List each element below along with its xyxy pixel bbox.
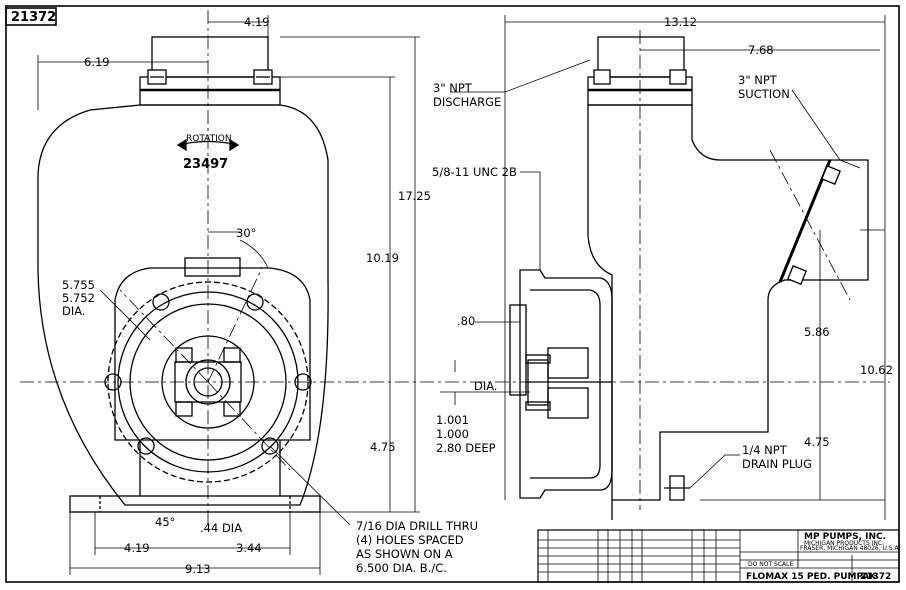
side-casing-outline (587, 104, 869, 501)
dim-front-center-to-top: 10.19 (366, 251, 399, 265)
drawing-number-tag-box (5, 7, 57, 26)
dim-base-overall: 9.13 (185, 562, 211, 576)
angle-bottom: 45° (155, 515, 175, 529)
title-number: 21372 (860, 572, 891, 582)
title-do-not-scale: DO NOT SCALE (748, 561, 793, 568)
drill-note-line2: (4) HOLES SPACED (356, 533, 464, 547)
drawing-number-tag: 21372 (11, 10, 56, 25)
discharge-label-line2: DISCHARGE (433, 95, 501, 109)
drill-note-line3: AS SHOWN ON A (356, 547, 453, 561)
dim-side-overall-height: 10.62 (860, 363, 893, 377)
dim-bore-line3: 2.80 DEEP (436, 441, 496, 455)
suction-label-line1: 3" NPT (738, 73, 778, 87)
dim-front-left-offset: 6.19 (84, 55, 110, 69)
dim-flange: .80 (457, 314, 475, 328)
drain-label-line1: 1/4 NPT (742, 443, 788, 457)
side-front-cover (519, 269, 613, 499)
bore-dia-line2: 5.752 (62, 291, 95, 305)
dim-base-right: 3.44 (236, 541, 262, 555)
side-dimension-lines (440, 15, 886, 520)
drill-note-line4: 6.500 DIA. B./C. (356, 561, 447, 575)
drain-label-line2: DRAIN PLUG (742, 457, 812, 471)
dim-bore-line2: 1.000 (436, 427, 469, 441)
serial-number: 23497 (183, 157, 228, 172)
sheet-border (5, 5, 900, 583)
front-centerlines (20, 10, 420, 530)
dim-front-top-width: 4.19 (244, 15, 270, 29)
dim-side-suction-offset: 7.68 (748, 43, 774, 57)
dim-side-base-height: 4.75 (804, 435, 830, 449)
suction-label-line2: SUCTION (738, 87, 790, 101)
dim-front-overall-height: 17.25 (398, 189, 431, 203)
dim-base-hole: .44 DIA (200, 521, 242, 535)
rotation-label: ROTATION (186, 134, 232, 144)
title-company-line3: FRASER, MICHIGAN 48026, U.S.A. (800, 545, 901, 552)
dia-label: DIA. (474, 379, 498, 393)
front-casing-outline (37, 104, 329, 506)
dim-side-suction-height: 5.86 (804, 325, 830, 339)
side-centerlines (420, 30, 890, 510)
title-company-line1: MP PUMPS, INC. (804, 532, 886, 542)
front-discharge-block (151, 36, 269, 78)
front-dimension-lines (37, 15, 420, 575)
angle-top: 30° (236, 226, 256, 240)
title-company-line2: MICHIGAN PRODUCTS INC. (804, 540, 884, 547)
dim-front-center-to-base: 4.75 (370, 440, 396, 454)
dim-bore-line1: 1.001 (436, 413, 469, 427)
bore-dia-line1: 5.755 (62, 278, 95, 292)
discharge-label-line1: 3" NPT (433, 81, 473, 95)
title-block (537, 529, 900, 583)
title-description: FLOMAX 15 PED. PUMPAK (746, 572, 877, 582)
dim-side-overall-length: 13.12 (664, 15, 697, 29)
front-view (37, 36, 329, 513)
thread-note: 5/8-11 UNC 2B (432, 165, 517, 179)
bore-dia-line3: DIA. (62, 304, 86, 318)
drill-note-line1: 7/16 DIA DRILL THRU (356, 519, 478, 533)
dim-base-left: 4.19 (124, 541, 150, 555)
side-view (509, 36, 869, 520)
